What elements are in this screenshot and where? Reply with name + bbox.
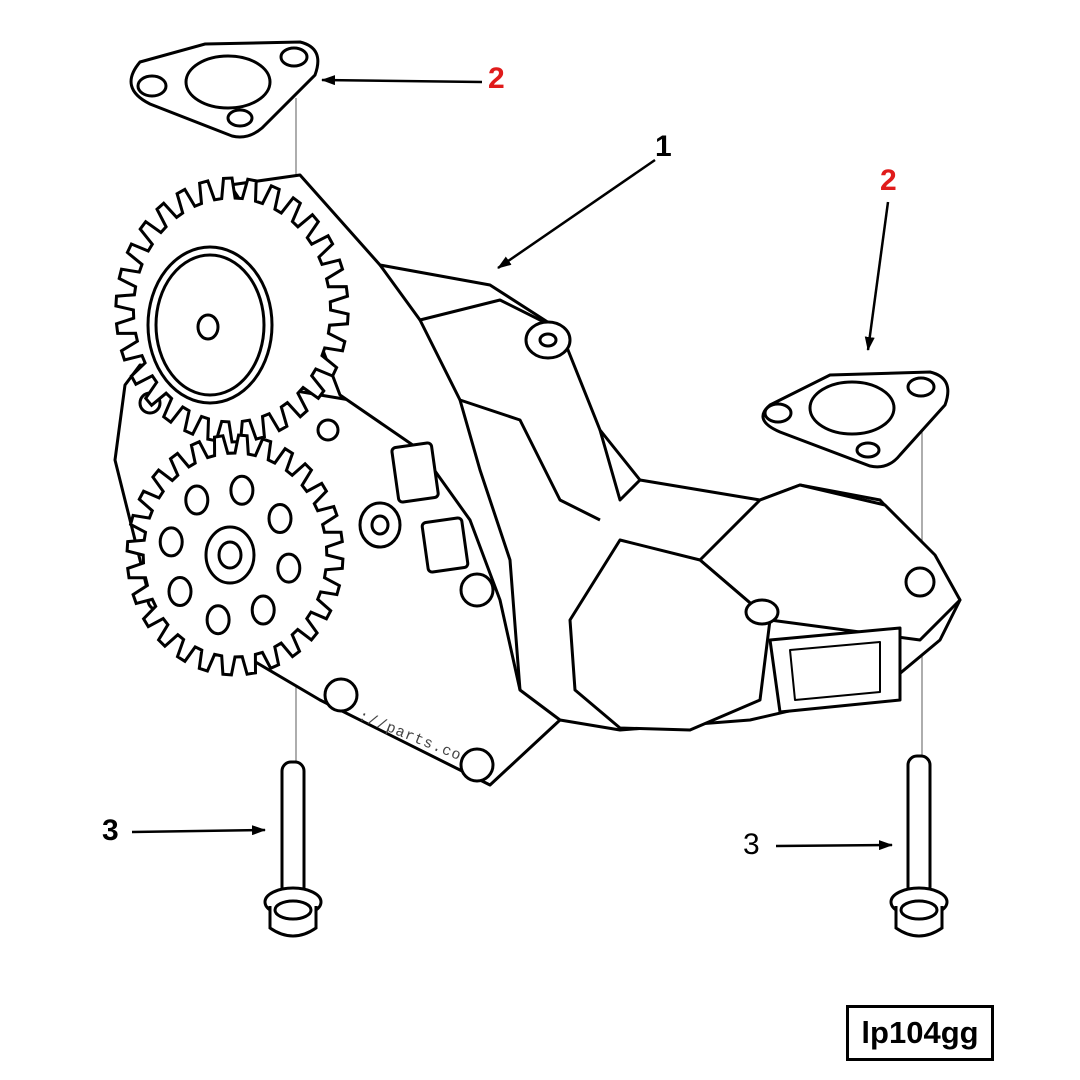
lower-gear-shaft-hole xyxy=(217,540,243,570)
lower-gear-lightening-hole xyxy=(250,594,276,626)
reference-code-box: lp104gg xyxy=(846,1005,994,1061)
arrow-gasket-right xyxy=(864,201,890,351)
callout-label-bolt-right: 3 xyxy=(743,828,760,861)
lower-gear-lightening-hole xyxy=(158,526,184,558)
callout-label-bolt-left: 3 xyxy=(102,814,119,847)
bolt-right xyxy=(889,754,949,938)
arrow-bolt-left xyxy=(131,825,266,836)
gasket-top xyxy=(129,40,320,139)
callout-label-gasket-top: 2 xyxy=(488,62,505,95)
upper-gear xyxy=(114,176,350,444)
arrow-gasket-top xyxy=(321,75,483,86)
upper-gear-shaft-hole xyxy=(196,313,220,341)
lower-gear-lightening-hole xyxy=(276,552,302,584)
bolt-left xyxy=(263,760,323,938)
arrow-bolt-right xyxy=(775,840,893,851)
lower-gear xyxy=(125,433,345,677)
reference-code: lp104gg xyxy=(861,1015,979,1050)
leader-arrows xyxy=(131,75,893,851)
gasket-right xyxy=(761,370,950,469)
callout-label-gasket-right: 2 xyxy=(880,164,897,197)
lower-gear-lightening-hole xyxy=(184,484,210,516)
lower-gear-lightening-hole xyxy=(229,474,255,506)
lower-gear-lightening-hole xyxy=(267,503,293,534)
lower-gear-lightening-hole xyxy=(167,576,193,607)
callout-label-pump-body: 1 xyxy=(655,130,672,163)
upper-gear-hub-ring xyxy=(154,253,266,397)
lower-gear-lightening-hole xyxy=(205,604,231,636)
arrow-pump-body xyxy=(497,158,656,270)
